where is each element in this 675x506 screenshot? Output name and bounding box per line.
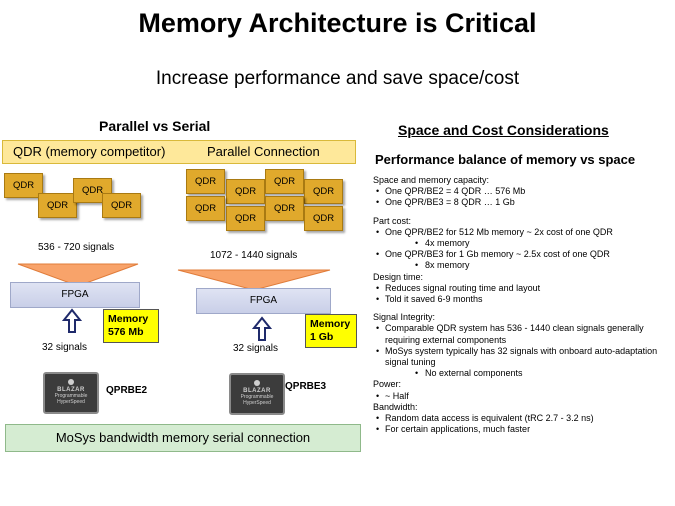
chip-sub: Programmable HyperSpeed: [54, 393, 88, 405]
right-fpga-box: FPGA: [196, 288, 331, 314]
sub-bullet-item: 8x memory: [373, 260, 671, 271]
right-orange-arrow: [177, 269, 331, 290]
qdr-chip: QDR: [226, 179, 265, 204]
qdr-chip: QDR: [73, 178, 112, 203]
left-serial-signals: 32 signals: [42, 342, 88, 353]
left-orange-arrow: [17, 263, 139, 287]
section-title: Part cost:: [373, 215, 412, 226]
right-memory-line2: 1 Gb: [310, 331, 334, 343]
qdr-chip: QDR: [226, 206, 265, 231]
parallel-connection-banner: QDR (memory competitor) Parallel Connect…: [2, 140, 356, 164]
blazar-chip-right: BLAZAR Programmable HyperSpeed: [229, 373, 285, 415]
qdr-chip: QDR: [186, 196, 225, 221]
bullet-item: Told it saved 6-9 months: [373, 294, 671, 305]
parallel-arrows: [17, 263, 331, 290]
qdr-chip: QDR: [265, 169, 304, 194]
chip-sub: Programmable HyperSpeed: [240, 394, 274, 406]
qdr-chip: QDR: [304, 179, 343, 204]
sub-bullet-item: 4x memory: [373, 238, 671, 249]
left-memory-line2: 576 Mb: [108, 326, 144, 338]
page-title: Memory Architecture is Critical: [138, 8, 537, 38]
parallel-vs-serial-heading: Parallel vs Serial: [99, 118, 211, 134]
left-parallel-signals: 536 - 720 signals: [38, 242, 115, 253]
chip-text: BLAZAR: [243, 388, 271, 394]
parallel-connection-label: Parallel Connection: [207, 144, 320, 159]
bullet-item: Comparable QDR system has 536 - 1440 cle…: [373, 323, 671, 345]
left-memory-box: Memory 576 Mb: [103, 309, 159, 343]
performance-balance-heading: Performance balance of memory vs space: [375, 152, 636, 167]
bullet-item: One QPR/BE2 = 4 QDR … 576 Mb: [373, 186, 671, 197]
left-chip-label: QPRBE2: [106, 385, 148, 396]
right-navy-arrow: [251, 316, 273, 341]
bullet-item: ~ Half: [373, 391, 671, 402]
chip-text: BLAZAR: [57, 387, 85, 393]
bullet-item: One QPR/BE3 for 1 Gb memory ~ 2.5x cost …: [373, 249, 671, 260]
chip-logo-icon: [68, 379, 74, 385]
page-subtitle: Increase performance and save space/cost: [155, 68, 520, 89]
section-title: Signal Integrity:: [373, 312, 436, 323]
qdr-chip: QDR: [38, 193, 77, 218]
space-cost-heading: Space and Cost Considerations: [398, 122, 609, 138]
right-memory-line1: Memory: [310, 318, 351, 330]
considerations-list: Space and memory capacity:One QPR/BE2 = …: [373, 175, 671, 436]
sub-bullet-item: No external components: [373, 368, 671, 379]
right-parallel-signals: 1072 - 1440 signals: [210, 250, 298, 261]
chip-logo-icon: [254, 380, 260, 386]
serial-arrows: [61, 308, 273, 341]
left-navy-arrow: [61, 308, 83, 333]
bullet-item: One QPR/BE3 = 8 QDR … 1 Gb: [373, 197, 671, 208]
bullet-item: MoSys system typically has 32 signals wi…: [373, 346, 671, 368]
right-chip-label: QPRBE3: [285, 381, 327, 392]
section-title: Space and memory capacity:: [373, 175, 490, 185]
right-memory-box: Memory 1 Gb: [305, 314, 357, 348]
serial-connection-banner: MoSys bandwidth memory serial connection: [5, 424, 361, 452]
bullet-item: For certain applications, much faster: [373, 424, 671, 435]
qdr-chip: QDR: [4, 173, 43, 198]
right-serial-signals: 32 signals: [233, 343, 279, 354]
bullet-item: Reduces signal routing time and layout: [373, 283, 671, 294]
section-title: Bandwidth:: [373, 401, 418, 412]
qdr-chip: QDR: [304, 206, 343, 231]
blazar-chip-left: BLAZAR Programmable HyperSpeed: [43, 372, 99, 414]
section-title: Design time:: [373, 271, 424, 282]
bullet-item: Random data access is equivalent (tRC 2.…: [373, 413, 671, 424]
bullet-item: One QPR/BE2 for 512 Mb memory ~ 2x cost …: [373, 227, 671, 238]
qdr-chip: QDR: [186, 169, 225, 194]
qdr-chip: QDR: [102, 193, 141, 218]
left-memory-line1: Memory: [108, 313, 149, 325]
left-fpga-box: FPGA: [10, 282, 140, 308]
section-title: Power:: [373, 379, 402, 390]
qdr-competitor-label: QDR (memory competitor): [13, 144, 166, 159]
qdr-chip: QDR: [265, 196, 304, 221]
